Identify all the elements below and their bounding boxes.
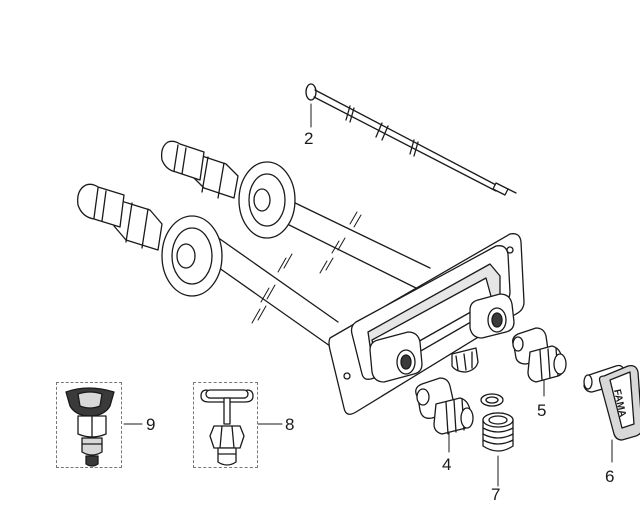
wall-box-manifold bbox=[328, 233, 525, 415]
callout-label-8: 8 bbox=[285, 415, 295, 434]
handle-valve-part bbox=[65, 387, 115, 467]
part-8-inset-frame bbox=[193, 382, 258, 468]
t-handle-valve-part bbox=[200, 389, 254, 466]
callout-label-4: 4 bbox=[442, 455, 452, 474]
front-pipe-assembly bbox=[77, 183, 339, 347]
callout-label-7: 7 bbox=[491, 485, 501, 504]
threaded-nipple-part bbox=[480, 393, 514, 452]
callout-label-2: 2 bbox=[304, 129, 314, 148]
callout-label-9: 9 bbox=[146, 415, 156, 434]
fitting-part bbox=[512, 327, 567, 383]
back-pipe-assembly bbox=[160, 140, 431, 291]
part-9-inset-frame bbox=[56, 382, 122, 468]
callout-label-6: 6 bbox=[605, 467, 615, 486]
fitting-part bbox=[415, 377, 474, 435]
rod-part bbox=[305, 83, 517, 196]
callout-label-5: 5 bbox=[537, 401, 547, 420]
key-part bbox=[583, 364, 640, 441]
